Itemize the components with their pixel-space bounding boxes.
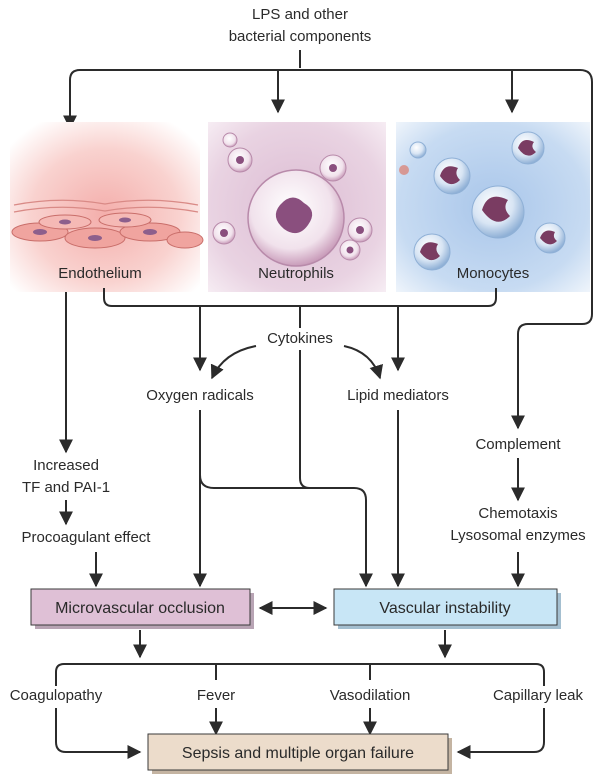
neutrophil-cell-illustration — [208, 122, 386, 292]
source-label-line1: LPS and other — [252, 6, 348, 23]
monocytes-label: Monocytes — [457, 265, 530, 282]
lipid-mediators-label: Lipid mediators — [347, 387, 449, 404]
fever-label: Fever — [197, 687, 235, 704]
cytokines-label: Cytokines — [267, 330, 333, 347]
outcome-to-sepsis-arrows — [55, 708, 545, 759]
microvascular-occlusion-box: Microvascular occlusion — [30, 588, 254, 629]
vasodilation-label: Vasodilation — [330, 687, 411, 704]
cytokines-to-lipid-arrow — [343, 345, 383, 380]
capillary-leak-label: Capillary leak — [493, 687, 584, 704]
sepsis-box: Sepsis and multiple organ failure — [147, 733, 452, 774]
cytokines-to-oxygen-arrow — [210, 345, 257, 380]
vascular-instability-box: Vascular instability — [333, 588, 561, 629]
sepsis-label: Sepsis and multiple organ failure — [182, 745, 414, 762]
oxygen-radicals-label: Oxygen radicals — [146, 387, 254, 404]
coagulopathy-label: Coagulopathy — [10, 687, 103, 704]
vascular-instability-label: Vascular instability — [379, 600, 510, 617]
oxygen-to-instability-arrow — [199, 474, 373, 588]
microvascular-occlusion-label: Microvascular occlusion — [55, 600, 225, 617]
monocyte-cell-illustration — [396, 122, 590, 292]
chemotaxis-label: Chemotaxis — [478, 505, 557, 522]
increased-label: Increased — [33, 457, 99, 474]
endothelium-illustration — [10, 122, 204, 292]
complement-label: Complement — [475, 436, 561, 453]
procoagulant-label: Procoagulant effect — [22, 529, 152, 546]
outcome-bracket — [55, 630, 545, 686]
top-distribution-arrows — [63, 50, 593, 300]
monocyte-to-complement-arrow — [511, 300, 593, 430]
source-label-line2: bacterial components — [229, 28, 372, 45]
neutrophils-label: Neutrophils — [258, 265, 334, 282]
tf-pai-label: TF and PAI-1 — [22, 479, 110, 496]
lysosomal-enzymes-label: Lysosomal enzymes — [450, 527, 585, 544]
endothelium-label: Endothelium — [58, 265, 141, 282]
